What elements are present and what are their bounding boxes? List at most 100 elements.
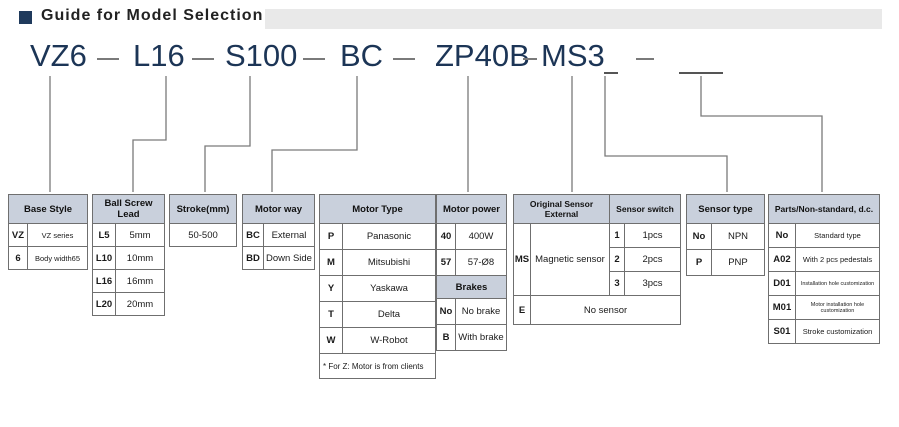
cell-value: Stroke customization — [795, 319, 880, 344]
table-header: Base Style — [8, 194, 88, 224]
motor-note: * For Z: Motor is from clients — [319, 353, 436, 379]
table-header: Sensor type — [686, 194, 765, 224]
code-dash — [636, 58, 654, 60]
cell-key: BC — [242, 223, 264, 247]
cell-key: Y — [319, 275, 343, 302]
cell-key: No — [686, 223, 712, 250]
code-ball-screw: L16 — [133, 38, 185, 73]
cell-key: A02 — [768, 247, 796, 272]
cell-key: L20 — [92, 292, 116, 316]
table-row: 50-500 — [169, 223, 237, 247]
code-motor: ZP40B — [435, 38, 530, 73]
cell-key: B — [436, 324, 456, 351]
cell-value: Magnetic sensor — [530, 223, 610, 296]
cell-key: L5 — [92, 223, 116, 247]
cell-key: No — [768, 223, 796, 248]
code-dash — [393, 58, 415, 60]
cell-value: W-Robot — [342, 327, 436, 354]
cell-value: 5mm — [115, 223, 165, 247]
cell-key: 2 — [609, 247, 625, 272]
cell-key: BD — [242, 246, 264, 270]
cell-value: Panasonic — [342, 223, 436, 250]
table-header: Motor power — [436, 194, 507, 224]
table-header: Stroke(mm) — [169, 194, 237, 224]
cell-value: Standard type — [795, 223, 880, 248]
connector-sensor-type — [604, 76, 728, 192]
table-row: 6 Body width65 — [8, 246, 88, 270]
cell-value: 1pcs — [624, 223, 681, 248]
table-header: Parts/Non-standard, d.c. — [768, 194, 880, 224]
table-row: VZ VZ series — [8, 223, 88, 247]
header-bar — [0, 9, 882, 29]
connector-parts — [700, 76, 823, 192]
cell-key: 6 — [8, 246, 28, 270]
code-dash — [192, 58, 214, 60]
cell-value: VZ series — [27, 223, 88, 247]
cell-key: No — [436, 298, 456, 325]
cell-key: 40 — [436, 223, 456, 250]
code-sensor: MS3 — [541, 38, 605, 73]
cell-key: 57 — [436, 249, 456, 276]
code-stroke: S100 — [225, 38, 298, 73]
table-header: Brakes — [436, 275, 507, 299]
cell-key: P — [319, 223, 343, 250]
cell-value: Mitsubishi — [342, 249, 436, 276]
cell-value: 2pcs — [624, 247, 681, 272]
table-stroke: Stroke(mm) 50-500 — [169, 194, 237, 247]
connector-motor-way — [271, 76, 358, 192]
cell-key: T — [319, 301, 343, 328]
page-title: Guide for Model Selection — [41, 7, 264, 24]
cell-value: Delta — [342, 301, 436, 328]
cell-key: D01 — [768, 271, 796, 296]
cell-value: NPN — [711, 223, 765, 250]
table-header: Original Sensor External — [513, 194, 610, 224]
code-blank-sensor-type — [604, 72, 618, 74]
cell-value: With 2 pcs pedestals — [795, 247, 880, 272]
code-motor-way: BC — [340, 38, 384, 73]
cell-value: With brake — [455, 324, 507, 351]
table-header: Motor Type — [319, 194, 436, 224]
table-row: * For Z: Motor is from clients — [319, 353, 436, 379]
cell-value: No brake — [455, 298, 507, 325]
cell-value: External — [263, 223, 315, 247]
cell-key: MS — [513, 223, 531, 296]
cell-key: P — [686, 249, 712, 276]
cell-value: Body width65 — [27, 246, 88, 270]
connector-stroke — [204, 76, 251, 192]
cell-value: Installation hole customization — [795, 271, 880, 296]
code-blank-parts — [679, 72, 723, 74]
table-sensor: Original Sensor External Sensor switch M… — [513, 194, 681, 325]
code-base-style: VZ6 — [30, 38, 87, 73]
cell-value: PNP — [711, 249, 765, 276]
code-dash — [523, 58, 537, 60]
cell-value: 10mm — [115, 246, 165, 270]
cell-value: 400W — [455, 223, 507, 250]
code-dash — [97, 58, 119, 60]
cell-value: 3pcs — [624, 271, 681, 296]
cell-key: S01 — [768, 319, 796, 344]
table-row: MS Magnetic sensor 1 1pcs — [513, 223, 681, 296]
cell-value: Motor installation hole customization — [795, 295, 880, 320]
